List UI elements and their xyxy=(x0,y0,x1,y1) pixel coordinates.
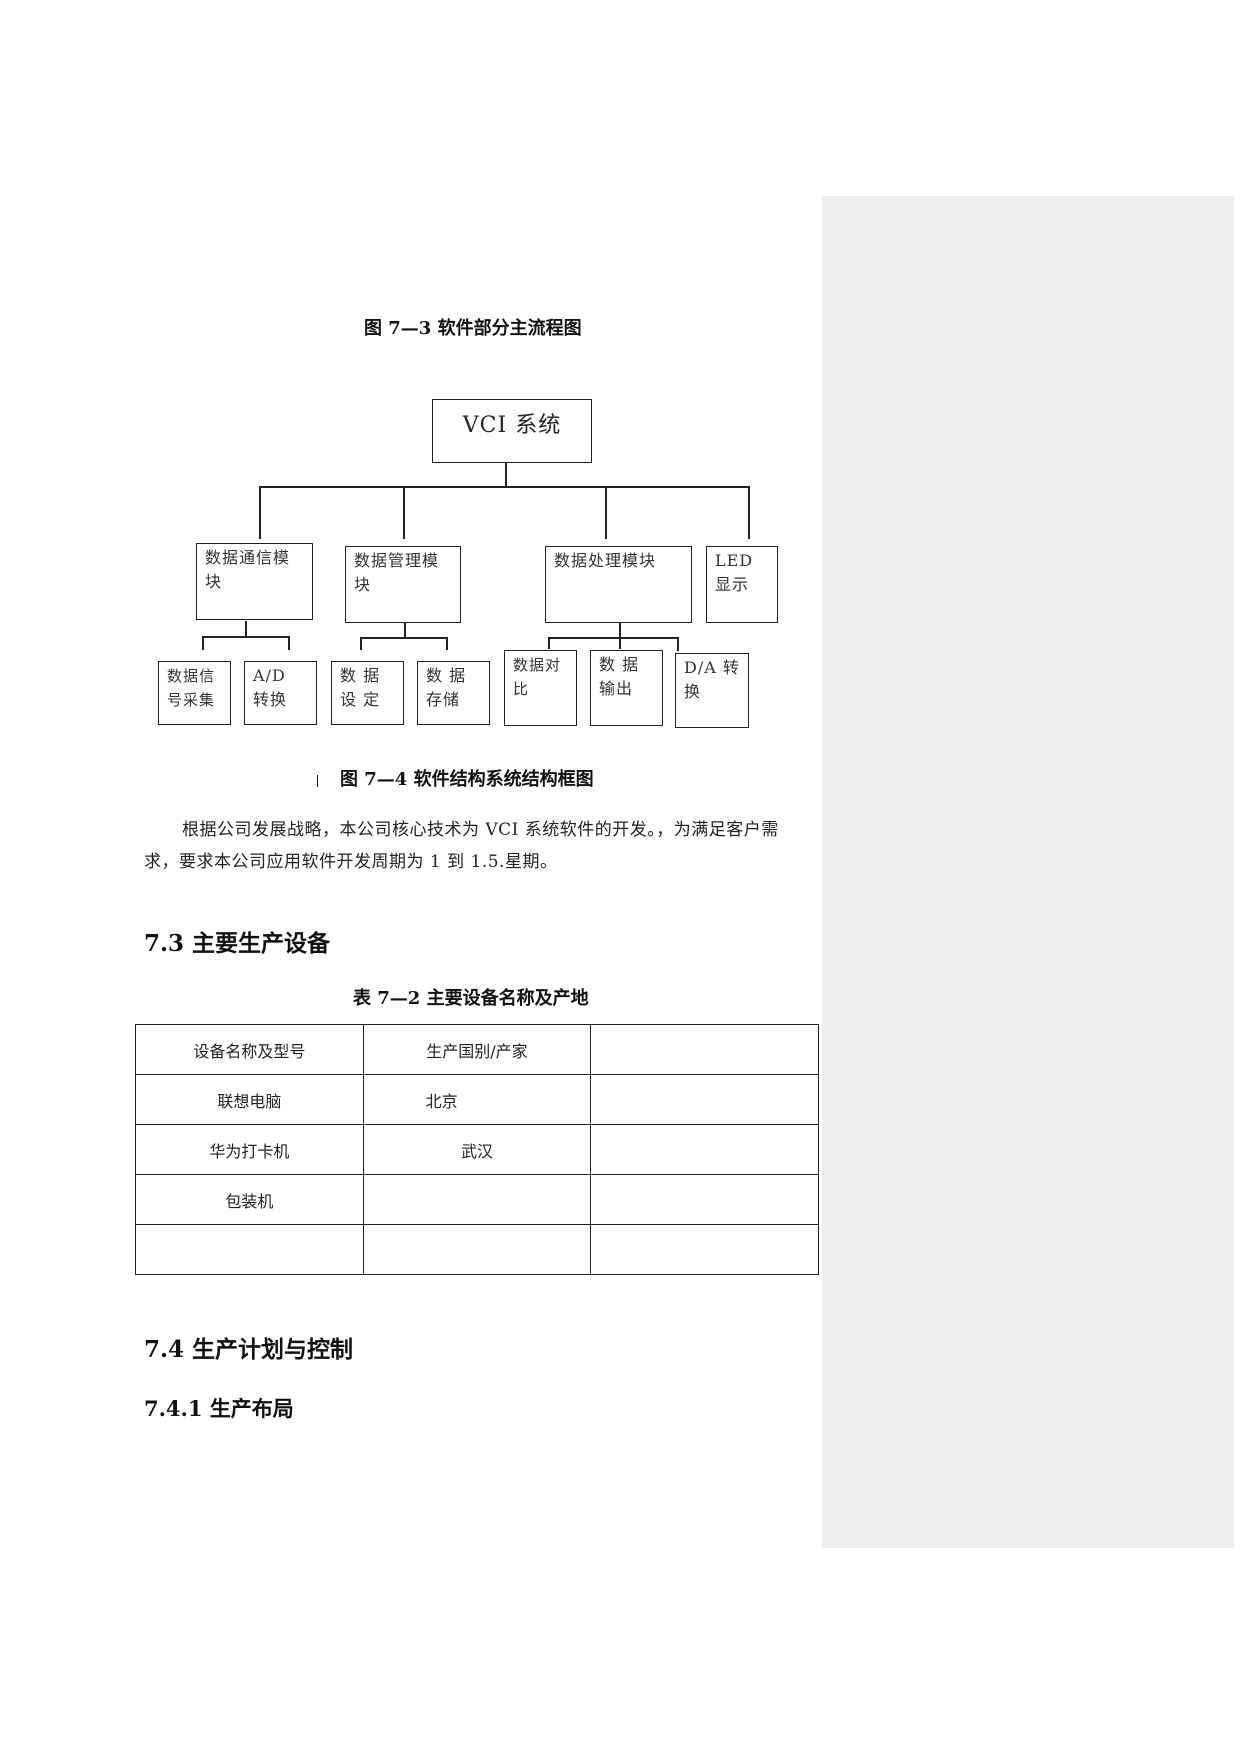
table-cell: 北京 xyxy=(362,1074,592,1125)
connector xyxy=(360,637,362,650)
connector xyxy=(446,637,448,650)
connector xyxy=(404,623,406,638)
connector xyxy=(259,486,749,488)
diagram-child-data-output: 数 据输出 xyxy=(590,650,663,726)
connector xyxy=(360,637,447,639)
table-row: 华为打卡机 武汉 xyxy=(135,1124,819,1175)
connector xyxy=(677,637,679,651)
connector xyxy=(288,636,290,650)
table-cell: 联想电脑 xyxy=(135,1074,364,1125)
diagram-child-ad-conversion: A/D 转换 xyxy=(244,661,317,725)
section-heading-7-4-1: 7.4.1 生产布局 xyxy=(144,1396,294,1421)
table-row xyxy=(135,1224,819,1275)
section-heading-7-3: 7.3 主要生产设备 xyxy=(144,930,331,957)
table-row: 联想电脑 北京 xyxy=(135,1074,819,1125)
text-cursor-mark xyxy=(317,775,318,787)
table-cell: 生产国别/产家 xyxy=(362,1024,592,1075)
table-cell xyxy=(590,1124,819,1175)
table-cell xyxy=(590,1224,819,1275)
connector xyxy=(245,621,247,637)
table-row: 包装机 xyxy=(135,1174,819,1225)
table-cell: 包装机 xyxy=(135,1174,364,1225)
diagram-child-data-setting: 数 据设 定 xyxy=(331,661,404,725)
diagram-child-data-storage: 数 据存储 xyxy=(417,661,490,725)
connector xyxy=(505,463,507,487)
diagram-child-data-compare: 数据对比 xyxy=(504,650,577,726)
connector xyxy=(548,637,550,649)
table-cell xyxy=(135,1224,364,1275)
diagram-module-communication: 数据通信模块 xyxy=(196,543,313,620)
figure-caption-7-4: 图 7—4 软件结构系统结构框图 xyxy=(340,769,594,790)
connector xyxy=(202,636,289,638)
diagram-child-signal-acquisition: 数据信号采集 xyxy=(158,661,231,725)
connector xyxy=(202,636,204,650)
table-cell xyxy=(362,1224,592,1275)
body-paragraph: 根据公司发展战略，本公司核心技术为 VCI 系统软件的开发。，为满足客户需求，要… xyxy=(144,820,779,872)
diagram-module-processing: 数据处理模块 xyxy=(545,546,692,623)
connector xyxy=(259,486,261,539)
equipment-table: 设备名称及型号 生产国别/产家 联想电脑 北京 华为打卡机 武汉 包装机 xyxy=(135,1024,819,1275)
connector xyxy=(619,623,621,638)
diagram-module-management: 数据管理模块 xyxy=(345,546,461,623)
table-cell: 华为打卡机 xyxy=(135,1124,364,1175)
table-cell xyxy=(590,1174,819,1225)
comment-margin-panel xyxy=(822,196,1234,1548)
connector xyxy=(619,637,621,649)
table-cell xyxy=(590,1024,819,1075)
table-cell: 武汉 xyxy=(362,1124,592,1175)
table-cell: 设备名称及型号 xyxy=(135,1024,364,1075)
table-cell xyxy=(590,1074,819,1125)
connector xyxy=(748,486,750,539)
table-cell xyxy=(362,1174,592,1225)
table-caption: 表 7—2 主要设备名称及产地 xyxy=(353,988,589,1009)
section-heading-7-4: 7.4 生产计划与控制 xyxy=(144,1336,354,1363)
connector xyxy=(548,637,678,639)
figure-caption-7-3: 图 7—3 软件部分主流程图 xyxy=(364,318,582,339)
diagram-root-node: VCI 系统 xyxy=(432,399,592,463)
connector xyxy=(605,486,607,539)
diagram-module-led: LED 显示 xyxy=(706,546,778,623)
connector xyxy=(403,486,405,539)
table-row: 设备名称及型号 生产国别/产家 xyxy=(135,1024,819,1075)
diagram-child-da-conversion: D/A 转换 xyxy=(675,653,749,728)
